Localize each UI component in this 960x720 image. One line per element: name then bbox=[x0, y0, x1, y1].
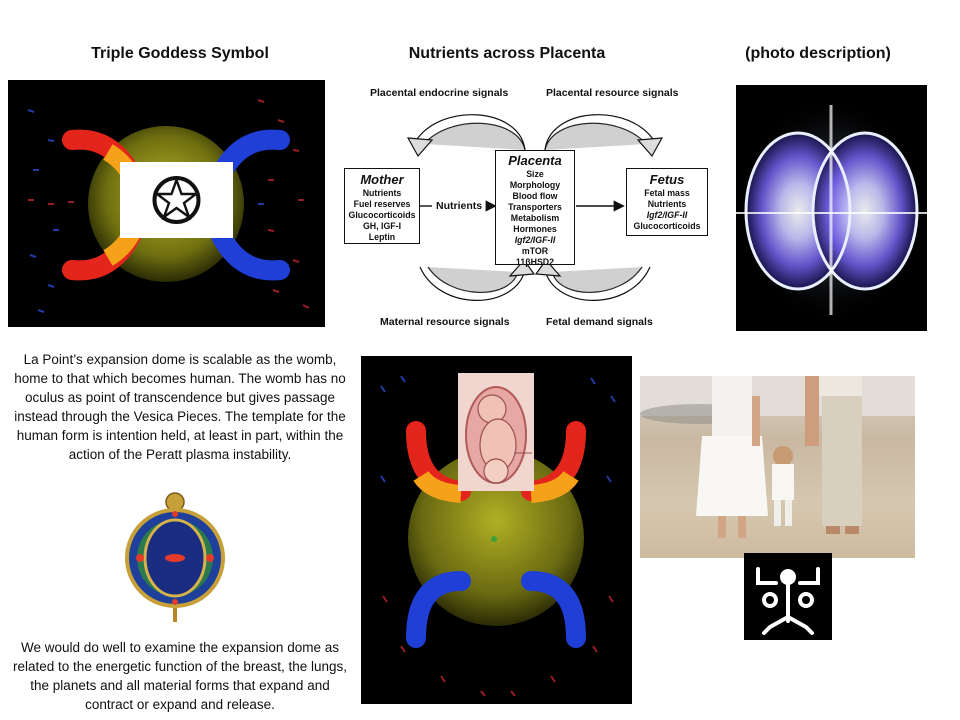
plasma-womb-image bbox=[361, 356, 632, 704]
fetus-in-womb-icon bbox=[458, 373, 534, 491]
placenta-item: Metabolism bbox=[510, 213, 560, 223]
triple-goddess-plasma-image bbox=[8, 80, 325, 327]
mother-item: Nutrients bbox=[362, 188, 402, 198]
label-placental-resource-signals: Placental resource signals bbox=[546, 87, 679, 99]
triple-moon-pentacle-icon bbox=[120, 162, 233, 238]
mother-box: Mother Nutrients Fuel reserves Glucocort… bbox=[344, 168, 420, 244]
blue-plasma-orb-image bbox=[736, 85, 927, 331]
placenta-item: Blood flow bbox=[512, 191, 558, 201]
mother-title: Mother bbox=[360, 172, 404, 187]
placenta-diagram: Placental endocrine signals Placental re… bbox=[340, 82, 720, 332]
family-beach-photo bbox=[640, 376, 915, 558]
fetus-item: Fetal mass bbox=[644, 188, 690, 198]
paragraph-expansion-dome: La Point’s expansion dome is scalable as… bbox=[14, 352, 346, 462]
fetus-item: Glucocorticoids bbox=[633, 221, 701, 231]
mother-item: Fuel reserves bbox=[353, 199, 411, 209]
fetus-title: Fetus bbox=[649, 172, 685, 187]
placenta-title: Placenta bbox=[508, 153, 562, 168]
fetus-item: Igf2/IGF-II bbox=[646, 210, 688, 220]
figure-glyph-icon bbox=[744, 553, 832, 640]
title-triple-goddess: Triple Goddess Symbol bbox=[91, 45, 269, 62]
placenta-box: Placenta Size Morphology Blood flow Tran… bbox=[495, 150, 575, 267]
placenta-item: Morphology bbox=[509, 180, 561, 190]
placenta-item: Hormones bbox=[513, 224, 557, 234]
mother-item: Leptin bbox=[368, 232, 396, 242]
paragraph-expand-contract: We would do well to examine the expansio… bbox=[13, 640, 347, 712]
title-nutrients-placenta: Nutrients across Placenta bbox=[408, 45, 606, 62]
fetus-box: Fetus Fetal mass Nutrients Igf2/IGF-II G… bbox=[626, 168, 708, 236]
label-placental-endocrine-signals: Placental endocrine signals bbox=[370, 87, 509, 99]
vesica-emblem-icon bbox=[120, 490, 230, 625]
label-maternal-resource-signals: Maternal resource signals bbox=[380, 316, 510, 328]
placenta-item: Size bbox=[526, 169, 544, 179]
label-fetal-demand-signals: Fetal demand signals bbox=[546, 316, 653, 328]
mother-item: GH, IGF-I bbox=[362, 221, 402, 231]
placenta-item: 11βHSD2 bbox=[515, 257, 555, 267]
placenta-item: mTOR bbox=[521, 246, 549, 256]
fetus-item: Nutrients bbox=[647, 199, 687, 209]
mother-item: Glucocorticoids bbox=[348, 210, 416, 220]
placenta-item: Transporters bbox=[508, 202, 562, 212]
label-nutrients-arrow: Nutrients bbox=[436, 200, 483, 212]
placenta-item: Igf2/IGF-II bbox=[514, 235, 556, 245]
title-photo-description: (photo description) bbox=[745, 45, 891, 62]
